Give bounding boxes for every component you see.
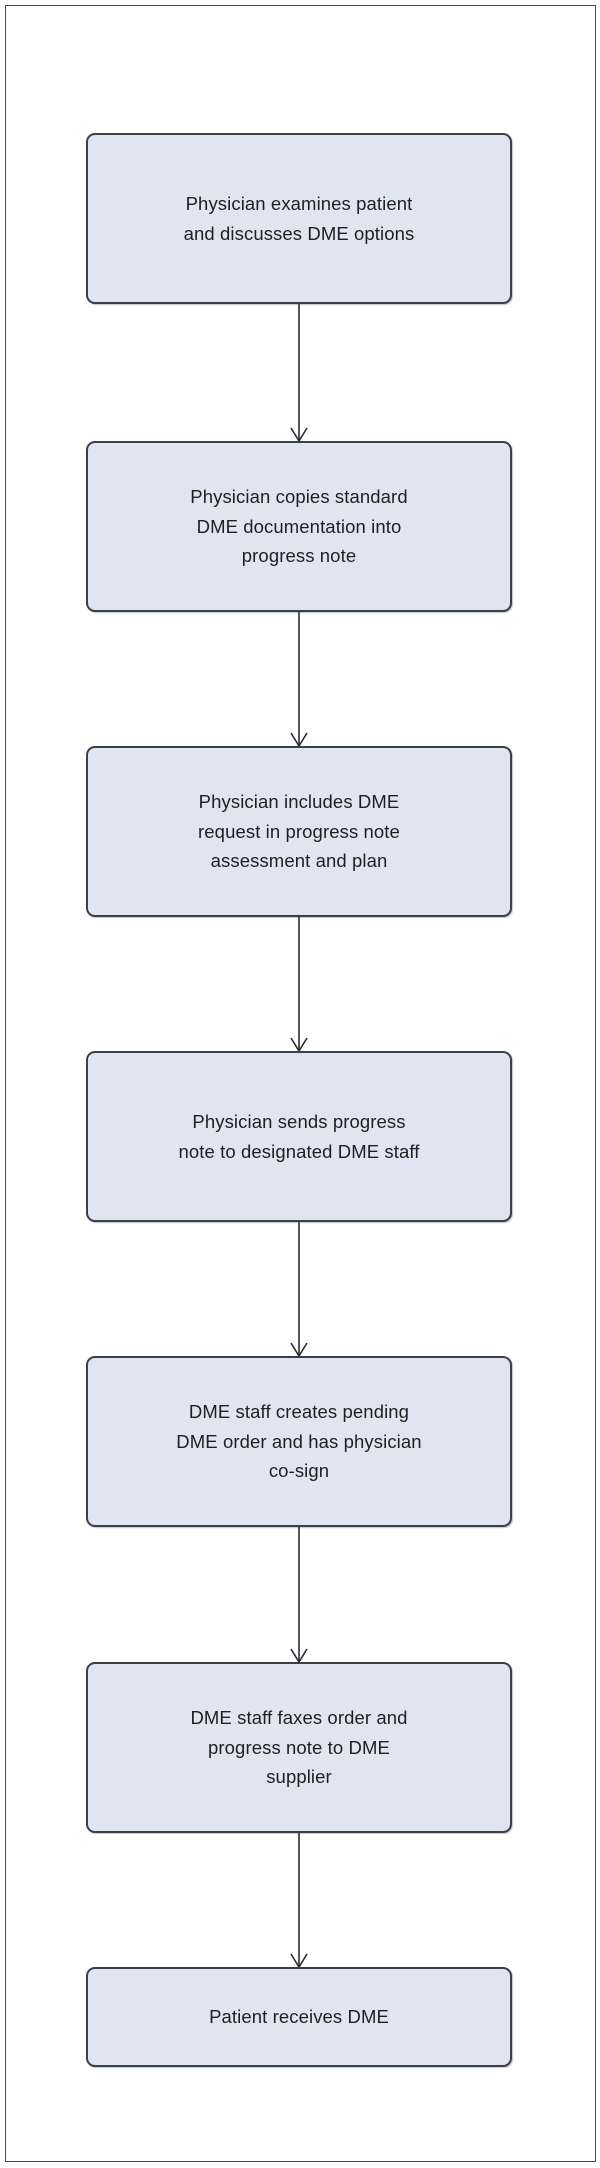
flow-node-5: DME staff creates pending DME order and … bbox=[86, 1356, 512, 1527]
flow-node-label: DME staff creates pending DME order and … bbox=[176, 1400, 422, 1482]
flow-node-7: Patient receives DME bbox=[86, 1967, 512, 2067]
flow-node-6: DME staff faxes order and progress note … bbox=[86, 1662, 512, 1833]
flow-node-label: DME staff faxes order and progress note … bbox=[190, 1706, 408, 1788]
flow-node-label: Physician includes DME request in progre… bbox=[198, 790, 400, 872]
flow-node-1: Physician examines patient and discusses… bbox=[86, 133, 512, 304]
flow-arrow-3 bbox=[290, 917, 308, 1053]
flow-arrow-2 bbox=[290, 612, 308, 748]
flow-arrow-4 bbox=[290, 1222, 308, 1358]
flow-node-4: Physician sends progress note to designa… bbox=[86, 1051, 512, 1222]
flow-node-label: Physician copies standard DME documentat… bbox=[190, 485, 408, 567]
flow-node-label: Patient receives DME bbox=[209, 2006, 389, 2028]
flow-arrow-1 bbox=[290, 304, 308, 443]
flow-node-2: Physician copies standard DME documentat… bbox=[86, 441, 512, 612]
flow-arrow-5 bbox=[290, 1527, 308, 1664]
flow-node-label: Physician sends progress note to designa… bbox=[178, 1110, 420, 1162]
flow-arrow-6 bbox=[290, 1833, 308, 1969]
flow-node-label: Physician examines patient and discusses… bbox=[183, 192, 415, 244]
flow-node-3: Physician includes DME request in progre… bbox=[86, 746, 512, 917]
